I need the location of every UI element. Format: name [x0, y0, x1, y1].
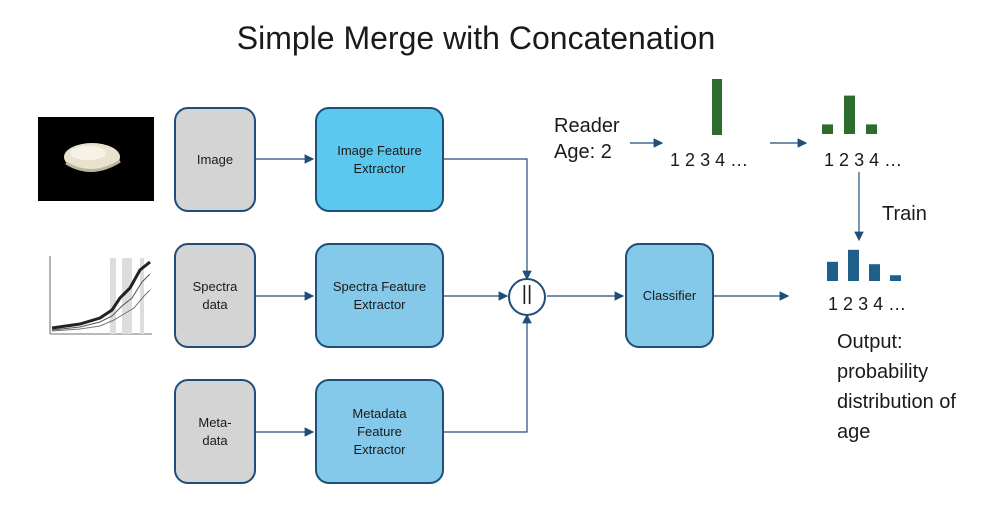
output-distribution-bar-4	[890, 275, 901, 281]
meta-input-box: Meta-data	[174, 379, 256, 484]
metadata-feature-extractor-box: Metadata Feature Extractor	[315, 379, 444, 484]
spectra-plot-thumbnail	[40, 248, 156, 344]
diagram-title: Simple Merge with Concatenation	[236, 20, 716, 56]
smoothed-label-bar-2	[844, 95, 855, 134]
smoothed-label-bar-1	[822, 124, 833, 134]
tick-4: 4	[873, 294, 884, 314]
specimen-photo	[38, 117, 154, 201]
tick-4: 4	[869, 150, 880, 170]
image-input-label: Image	[196, 151, 234, 167]
image-feature-extractor-box: Image Feature Extractor	[315, 107, 444, 212]
tick-2: 2	[843, 294, 854, 314]
output-distribution-bar-2	[848, 249, 859, 281]
classifier-label: Classifier	[642, 287, 697, 303]
tick-more: …	[884, 150, 903, 170]
tick-3: 3	[700, 150, 711, 170]
output-label: Output: probability distribution of age	[837, 331, 956, 443]
tick-1: 1	[828, 294, 839, 314]
smoothed-label-bar-3	[866, 124, 877, 134]
tick-3: 3	[854, 150, 865, 170]
tick-more: …	[888, 294, 907, 314]
output-distribution-bar-3	[869, 264, 880, 281]
reader-label-bar-2	[712, 79, 722, 135]
spectra-input-label: Spectra data	[192, 278, 238, 312]
tick-more: …	[730, 150, 749, 170]
tick-4: 4	[715, 150, 726, 170]
reader-label-ticks: 1 2 3 4 …	[670, 150, 748, 171]
smoothed-label-ticks: 1 2 3 4 …	[824, 150, 902, 171]
reader-age-label: Reader Age: 2	[554, 115, 620, 163]
tick-2: 2	[839, 150, 850, 170]
output-ticks: 1 2 3 4 …	[828, 294, 906, 315]
spectra-input-box: Spectra data	[174, 243, 256, 348]
image-input-box: Image	[174, 107, 256, 212]
metadata-feature-extractor-label: Metadata Feature Extractor	[352, 405, 407, 457]
arrow-image-features-to-concat	[444, 158, 532, 281]
tick-3: 3	[858, 294, 869, 314]
concat-symbol: ||	[521, 283, 533, 305]
tick-2: 2	[685, 150, 696, 170]
arrow-meta-features-to-concat	[444, 313, 532, 433]
spectra-feature-extractor-label: Spectra Feature Extractor	[332, 278, 427, 312]
spectra-feature-extractor-box: Spectra Feature Extractor	[315, 243, 444, 348]
meta-input-label: Meta-data	[198, 414, 232, 448]
train-label: Train	[882, 203, 927, 225]
concat-node	[508, 278, 546, 316]
tick-1: 1	[670, 150, 681, 170]
tick-1: 1	[824, 150, 835, 170]
output-distribution-bar-1	[827, 261, 838, 281]
image-feature-extractor-label: Image Feature Extractor	[337, 142, 422, 176]
classifier-box: Classifier	[625, 243, 714, 348]
